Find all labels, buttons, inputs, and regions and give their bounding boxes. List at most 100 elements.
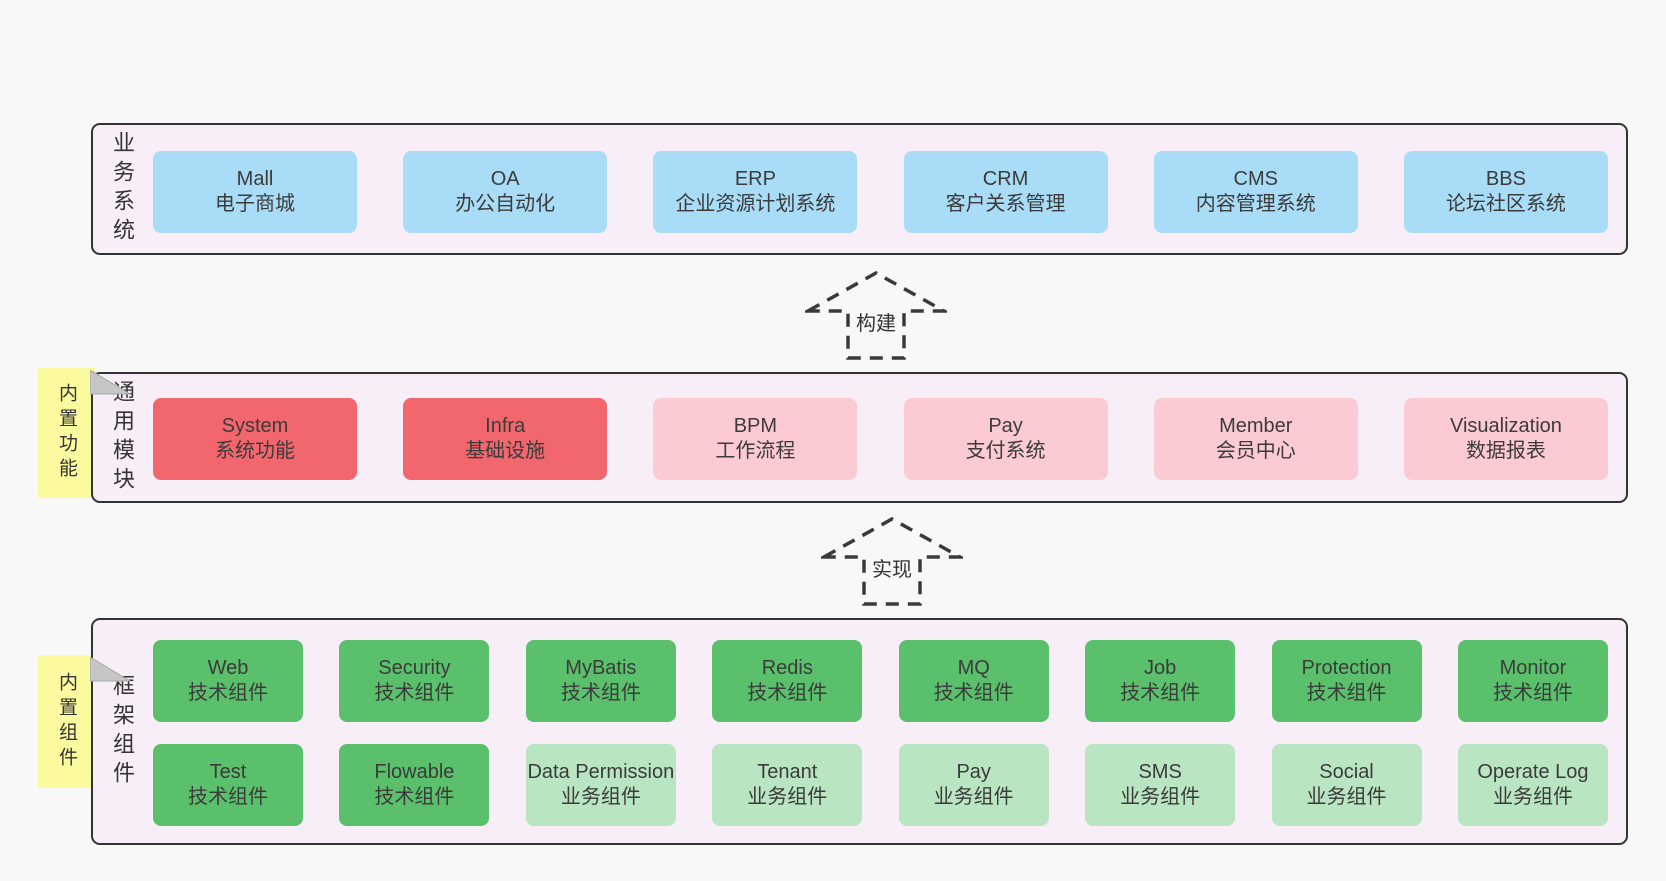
layer-side-label: 框架组件 bbox=[110, 673, 135, 790]
component-box-operate-log: Operate Log 业务组件 bbox=[1457, 744, 1608, 826]
box-subtitle: 会员中心 bbox=[1215, 440, 1296, 462]
box-title: Pay bbox=[956, 761, 991, 783]
business-systems-layer: 业务系统 Mall 电子商城 OA 办公自动化 ERP 企业资源计划系统 CRM… bbox=[91, 123, 1628, 255]
component-box-sms: SMS 业务组件 bbox=[1085, 744, 1236, 826]
box-subtitle: 客户关系管理 bbox=[945, 193, 1066, 215]
module-box-visualization: Visualization 数据报表 bbox=[1403, 398, 1608, 480]
component-box-data-permission: Data Permission 业务组件 bbox=[525, 744, 676, 826]
box-subtitle: 技术组件 bbox=[1306, 682, 1387, 704]
module-box-infra: Infra 基础设施 bbox=[403, 398, 608, 480]
component-box-job: Job 技术组件 bbox=[1085, 640, 1236, 722]
component-box-tenant: Tenant 业务组件 bbox=[712, 744, 863, 826]
component-box-test: Test 技术组件 bbox=[153, 744, 303, 826]
box-subtitle: 论坛社区系统 bbox=[1445, 193, 1566, 215]
business-box-cms: CMS 内容管理系统 bbox=[1153, 151, 1358, 233]
box-title: BPM bbox=[733, 415, 778, 437]
modules-box-row: System 系统功能 Infra 基础设施 BPM 工作流程 Pay 支付系统… bbox=[153, 398, 1608, 480]
sticky-label: 内置功能 bbox=[56, 383, 77, 483]
box-subtitle: 业务组件 bbox=[933, 786, 1014, 808]
sticky-note-built-in-components: 内置组件 bbox=[38, 655, 95, 788]
component-box-monitor: Monitor 技术组件 bbox=[1457, 640, 1608, 722]
box-subtitle: 工作流程 bbox=[715, 440, 796, 462]
build-arrow-icon: 构建 bbox=[805, 270, 947, 362]
box-subtitle: 基础设施 bbox=[465, 440, 546, 462]
box-title: Tenant bbox=[757, 761, 818, 783]
box-title: Protection bbox=[1301, 657, 1392, 679]
box-title: SMS bbox=[1138, 761, 1182, 783]
box-subtitle: 电子商城 bbox=[215, 193, 295, 215]
box-subtitle: 系统功能 bbox=[215, 440, 295, 462]
box-subtitle: 技术组件 bbox=[188, 682, 268, 704]
box-title: Data Permission bbox=[527, 761, 675, 783]
box-title: CRM bbox=[982, 168, 1029, 190]
arrow-label: 实现 bbox=[868, 552, 916, 583]
common-modules-layer: 通用模块 System 系统功能 Infra 基础设施 BPM 工作流程 Pay… bbox=[91, 372, 1628, 503]
box-title: Security bbox=[378, 657, 451, 679]
components-box-row-2: Test 技术组件 Flowable 技术组件 Data Permission … bbox=[153, 744, 1608, 826]
box-subtitle: 支付系统 bbox=[965, 440, 1046, 462]
box-subtitle: 办公自动化 bbox=[455, 193, 556, 215]
component-box-mybatis: MyBatis 技术组件 bbox=[525, 640, 676, 722]
framework-components-layer: 框架组件 Web 技术组件 Security 技术组件 MyBatis 技术组件… bbox=[91, 618, 1628, 845]
box-subtitle: 业务组件 bbox=[1492, 786, 1573, 808]
business-box-crm: CRM 客户关系管理 bbox=[903, 151, 1108, 233]
component-box-redis: Redis 技术组件 bbox=[712, 640, 863, 722]
box-title: OA bbox=[490, 168, 520, 190]
box-subtitle: 业务组件 bbox=[747, 786, 828, 808]
implement-arrow-icon: 实现 bbox=[821, 516, 963, 608]
box-title: Visualization bbox=[1449, 415, 1562, 437]
business-box-row: Mall 电子商城 OA 办公自动化 ERP 企业资源计划系统 CRM 客户关系… bbox=[153, 151, 1608, 233]
box-title: CMS bbox=[1233, 168, 1278, 190]
box-title: Pay bbox=[988, 415, 1023, 437]
business-box-bbs: BBS 论坛社区系统 bbox=[1403, 151, 1608, 233]
layer-side-label: 通用模块 bbox=[110, 379, 135, 496]
component-box-web: Web 技术组件 bbox=[153, 640, 303, 722]
sticky-fold-corner-icon bbox=[89, 369, 132, 395]
box-subtitle: 业务组件 bbox=[1120, 786, 1201, 808]
box-subtitle: 业务组件 bbox=[1306, 786, 1387, 808]
box-subtitle: 技术组件 bbox=[560, 682, 641, 704]
box-subtitle: 技术组件 bbox=[933, 682, 1014, 704]
box-subtitle: 技术组件 bbox=[747, 682, 828, 704]
box-subtitle: 技术组件 bbox=[1492, 682, 1573, 704]
box-subtitle: 内容管理系统 bbox=[1195, 193, 1316, 215]
box-subtitle: 技术组件 bbox=[374, 786, 455, 808]
box-title: Web bbox=[207, 657, 249, 679]
arrow-label: 构建 bbox=[852, 306, 900, 337]
box-title: Monitor bbox=[1499, 657, 1567, 679]
box-title: MyBatis bbox=[565, 657, 637, 679]
module-box-pay: Pay 支付系统 bbox=[903, 398, 1108, 480]
sticky-note-built-in-features: 内置功能 bbox=[38, 368, 95, 498]
box-title: Test bbox=[209, 761, 247, 783]
box-title: ERP bbox=[734, 168, 776, 190]
box-title: Social bbox=[1319, 761, 1374, 783]
box-subtitle: 技术组件 bbox=[374, 682, 455, 704]
business-box-oa: OA 办公自动化 bbox=[403, 151, 608, 233]
module-box-bpm: BPM 工作流程 bbox=[653, 398, 858, 480]
box-title: Redis bbox=[761, 657, 813, 679]
module-box-member: Member 会员中心 bbox=[1153, 398, 1358, 480]
business-box-erp: ERP 企业资源计划系统 bbox=[653, 151, 858, 233]
box-title: System bbox=[221, 415, 289, 437]
box-subtitle: 技术组件 bbox=[1120, 682, 1201, 704]
component-box-pay: Pay 业务组件 bbox=[898, 744, 1049, 826]
components-box-row-1: Web 技术组件 Security 技术组件 MyBatis 技术组件 Redi… bbox=[153, 640, 1608, 722]
box-subtitle: 业务组件 bbox=[560, 786, 641, 808]
box-subtitle: 数据报表 bbox=[1465, 440, 1546, 462]
box-title: Infra bbox=[485, 415, 526, 437]
box-title: Flowable bbox=[374, 761, 455, 783]
component-box-flowable: Flowable 技术组件 bbox=[339, 744, 490, 826]
box-title: Operate Log bbox=[1477, 761, 1589, 783]
box-title: MQ bbox=[957, 657, 990, 679]
layer-side-label: 业务系统 bbox=[110, 131, 135, 247]
box-subtitle: 技术组件 bbox=[188, 786, 268, 808]
module-box-system: System 系统功能 bbox=[153, 398, 357, 480]
box-title: Member bbox=[1219, 415, 1293, 437]
component-box-protection: Protection 技术组件 bbox=[1271, 640, 1422, 722]
box-title: Mall bbox=[236, 168, 274, 190]
sticky-fold-corner-icon bbox=[89, 656, 132, 682]
component-box-security: Security 技术组件 bbox=[339, 640, 490, 722]
business-box-mall: Mall 电子商城 bbox=[153, 151, 357, 233]
box-subtitle: 企业资源计划系统 bbox=[675, 193, 836, 215]
